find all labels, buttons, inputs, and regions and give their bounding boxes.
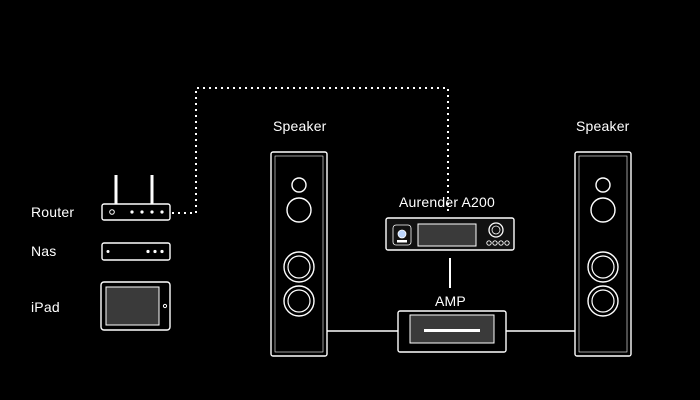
left-speaker-label: Speaker bbox=[273, 118, 327, 134]
right-speaker-icon bbox=[574, 151, 632, 357]
router-icon bbox=[101, 175, 171, 221]
amplifier-icon bbox=[397, 310, 507, 353]
ipad-label: iPad bbox=[31, 299, 60, 315]
aurender-label: Aurender A200 bbox=[399, 194, 496, 210]
aurender-streamer-icon bbox=[385, 217, 515, 251]
nas-icon bbox=[101, 242, 171, 261]
left-speaker-icon bbox=[270, 151, 328, 357]
right-speaker-label: Speaker bbox=[576, 118, 630, 134]
tablet-icon bbox=[100, 281, 171, 331]
nas-label: Nas bbox=[31, 243, 57, 259]
router-label: Router bbox=[31, 204, 75, 220]
amp-label: AMP bbox=[435, 293, 466, 309]
